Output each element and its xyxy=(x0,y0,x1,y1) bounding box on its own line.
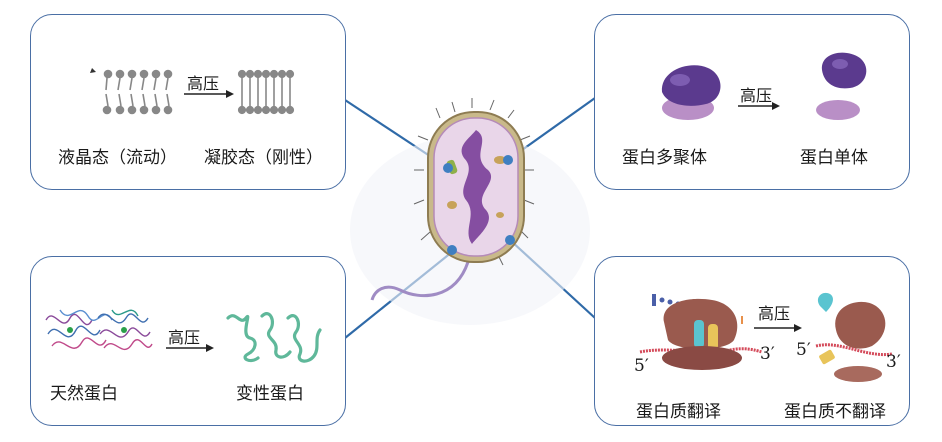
label-5prime-left: 5′ xyxy=(634,356,649,376)
caption-native-protein: 天然蛋白 xyxy=(50,384,118,404)
lipid-fluid-group xyxy=(102,69,173,115)
lipid-bilayer-gel-icon xyxy=(237,69,295,115)
arrow-label-bottom-right: 高压 xyxy=(758,304,791,323)
arrow-label-top-left: 高压 xyxy=(187,74,220,93)
arrow-label-bottom-left: 高压 xyxy=(168,328,201,347)
label-5prime-right: 5′ xyxy=(796,340,811,360)
panel-membrane-phase xyxy=(30,14,346,190)
caption-fluid: 液晶态（流动） xyxy=(58,148,177,168)
label-3prime-right: 3′ xyxy=(886,352,901,372)
flagellum xyxy=(370,261,470,301)
label-3prime-left: 3′ xyxy=(760,344,775,364)
caption-not-translating: 蛋白质不翻译 xyxy=(784,402,886,422)
arrow-label-top-right: 高压 xyxy=(740,86,773,105)
panel-protein-assembly xyxy=(594,14,910,190)
nucleoid xyxy=(461,130,492,244)
caption-translating: 蛋白质翻译 xyxy=(636,402,721,422)
caption-gel: 凝胶态（刚性） xyxy=(204,148,323,168)
caption-monomer: 蛋白单体 xyxy=(800,148,868,168)
caption-multimer: 蛋白多聚体 xyxy=(622,148,707,168)
caption-denatured-protein: 变性蛋白 xyxy=(236,384,304,404)
